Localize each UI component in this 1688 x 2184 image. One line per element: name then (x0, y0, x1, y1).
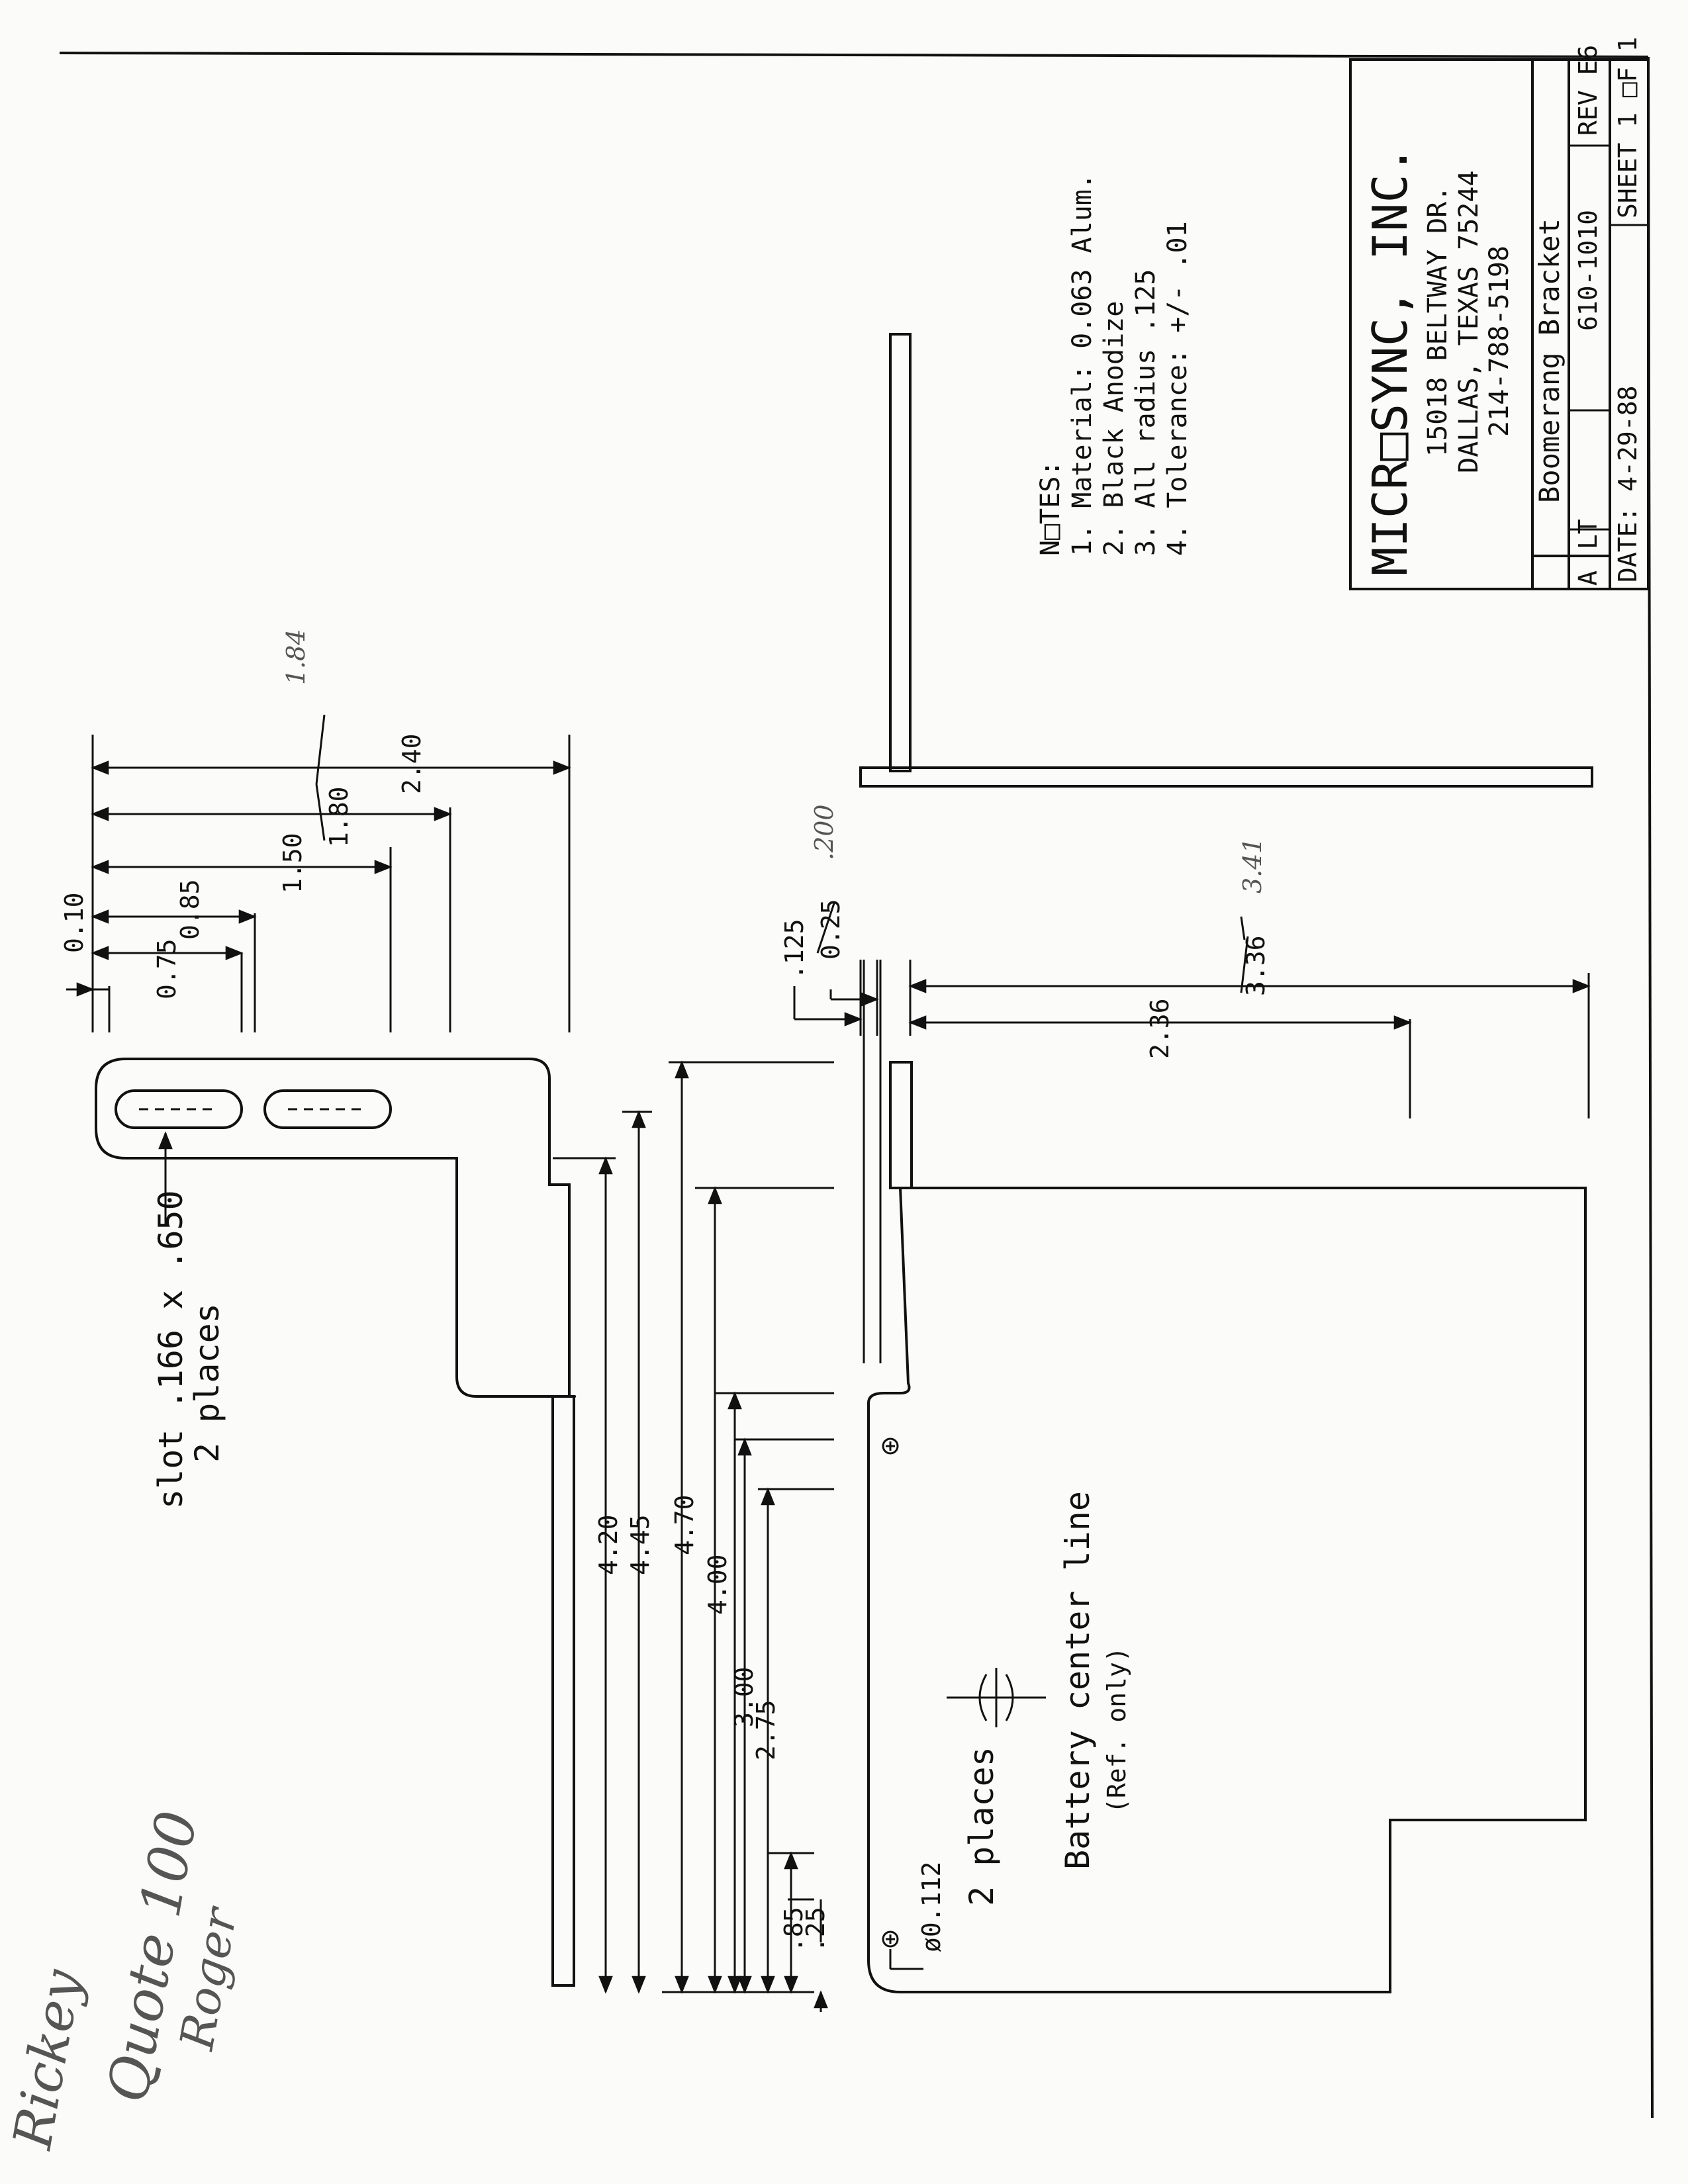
dim-label: 0.10 (60, 892, 89, 953)
dim-label: 4.20 (594, 1514, 623, 1575)
dim-label: 2.36 (1145, 998, 1174, 1059)
dim-label: 3.00 (729, 1666, 759, 1727)
flange-vertical (889, 333, 912, 772)
hole-callout-line2: 2 places (962, 1747, 1001, 1906)
company-name: MICR□SYNC, INC. (1362, 146, 1418, 576)
slot (263, 1089, 392, 1129)
left-dimension-lines (598, 1060, 828, 2012)
flange-horizontal (859, 766, 1593, 788)
sheet-border-top (59, 52, 1649, 58)
dim-label: 4.00 (703, 1554, 732, 1615)
title-block: MICR□SYNC, INC. 15018 BELTWAY DR. DALLAS… (1349, 36, 1650, 590)
company-address: 15018 BELTWAY DR. (1423, 186, 1453, 457)
top-dimension-lines (66, 760, 571, 997)
sheet-number: SHEET 1 □F 1 (1613, 36, 1642, 218)
mounting-hole (882, 1931, 899, 1948)
title-block-frame (1349, 58, 1650, 590)
slot-callout-line2: 2 places (188, 1303, 226, 1463)
dim-label: 0.75 (152, 938, 181, 999)
dim-label-handwritten: 3.41 (1238, 837, 1267, 893)
slot-callout-line1: slot .166 x .650 (152, 1190, 190, 1509)
dim-label: 0.25 (816, 899, 845, 960)
plate-outline (867, 1187, 1587, 1993)
flange-dimensions: .125 0.25 .200 2.36 3.36 3.41 (780, 804, 1591, 1118)
battery-callout-line2: (Ref. only) (1102, 1647, 1131, 1813)
drawing-date: DATE: 4-29-88 (1613, 386, 1642, 582)
handwritten-line: Rickey (1, 1964, 93, 2154)
bracket-arm (95, 1058, 576, 1987)
dim-label-handwritten: 1.84 (281, 629, 310, 685)
dim-label: 4.70 (670, 1494, 699, 1555)
company-phone: 214-788-5198 (1484, 246, 1515, 437)
note-item: 1. Material: 0.063 Alum. (1067, 173, 1098, 556)
revision-leader (1240, 916, 1246, 940)
part-name: Boomerang Bracket (1533, 218, 1566, 503)
bracket-arm-outline (95, 1058, 571, 1398)
dim-label-handwritten: .200 (810, 804, 839, 860)
note-item: 4. Tolerance: +/- .01 (1162, 221, 1193, 556)
company-city: DALLAS, TEXAS 75244 (1454, 170, 1484, 473)
dim-label: 1.80 (324, 786, 353, 847)
slot-callout: slot .166 x .650 2 places (152, 1131, 226, 1509)
dim-label: 4.45 (626, 1514, 655, 1575)
hole-callout-line1: ø0.112 (917, 1862, 946, 1952)
revision: REV E6 (1573, 45, 1603, 136)
battery-callout: Battery center line (Ref. only) (1058, 1491, 1131, 1870)
bracket-edge-strip (551, 1395, 575, 1987)
top-dimension-labels: 0.10 0.75 0.85 1.50 1.80 1.84 2.40 (60, 629, 426, 999)
strike-through (816, 903, 835, 954)
dim-label: 2.75 (751, 1700, 780, 1760)
strike-through (1240, 936, 1249, 993)
mounting-hole (882, 1437, 899, 1455)
main-plate (863, 960, 1587, 1993)
part-number: 610-1010 (1573, 210, 1603, 331)
notes-heading: N□TES: (1035, 461, 1066, 557)
dim-label: 2.40 (397, 733, 426, 794)
battery-centerline-symbol (947, 1668, 1046, 1727)
dim-label: .85 (779, 1907, 808, 1952)
strike-through (315, 784, 326, 841)
side-view-flange (859, 333, 1593, 788)
notes: N□TES: 1. Material: 0.063 Alum. 2. Black… (1035, 173, 1193, 556)
hole-callout: ø0.112 2 places (917, 1747, 1001, 1952)
handwritten-note: Rickey Quote 100 Roger (1, 1806, 248, 2154)
dim-label: .125 (780, 919, 809, 979)
left-dimension-labels: .25 .85 2.75 3.00 4.00 4.20 4.45 4.70 (594, 1494, 830, 1952)
drawn-by: LT (1573, 519, 1603, 549)
sheet-size: A (1573, 570, 1603, 586)
battery-callout-line1: Battery center line (1058, 1491, 1097, 1870)
dim-label: 1.50 (278, 833, 307, 893)
slot (115, 1089, 243, 1129)
note-item: 2. Black Anodize (1099, 301, 1129, 556)
revision-leader (315, 714, 326, 785)
plate-tab (889, 1061, 913, 1189)
note-item: 3. All radius .125 (1131, 269, 1161, 556)
dim-label: 3.36 (1241, 935, 1270, 996)
dim-label: .25 (801, 1907, 830, 1952)
dim-label: 0.85 (175, 879, 205, 940)
